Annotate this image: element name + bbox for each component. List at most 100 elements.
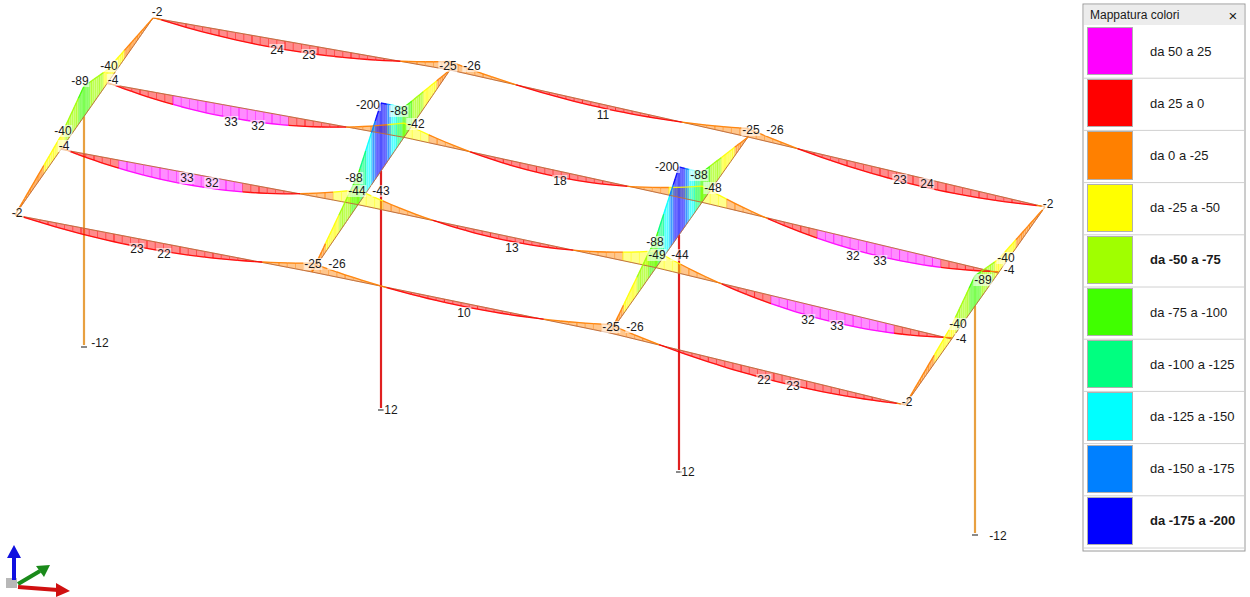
moment-outline — [366, 145, 368, 151]
moment-outline — [582, 250, 590, 252]
moment-outline — [880, 176, 888, 178]
moment-outline — [486, 311, 494, 312]
moment-fill — [674, 120, 682, 122]
moment-hatch — [391, 204, 392, 211]
moment-hatch — [252, 35, 253, 43]
moment-outline — [122, 51, 124, 53]
moment-outline — [81, 234, 89, 236]
moment-outline — [938, 190, 946, 192]
moment-outline — [889, 402, 897, 404]
moment-outline — [147, 248, 155, 249]
beam-axis — [702, 202, 998, 273]
moment-fill — [671, 185, 673, 246]
moment-outline — [651, 341, 659, 344]
moment-outline — [774, 381, 782, 383]
moment-outline — [667, 348, 675, 351]
moment-outline — [560, 320, 568, 322]
moment-outline — [809, 235, 817, 238]
moment-outline — [598, 251, 606, 253]
moment-value: -4 — [107, 74, 120, 86]
moment-outline — [746, 137, 748, 138]
moment-value: -88 — [344, 172, 363, 184]
moment-outline — [114, 242, 122, 244]
moment-outline — [668, 196, 670, 202]
moment-outline — [178, 25, 186, 27]
moment-outline — [923, 372, 925, 375]
moment-outline — [76, 99, 78, 103]
moment-outline — [839, 395, 847, 396]
moment-outline — [437, 79, 439, 81]
moment-outline — [717, 364, 725, 367]
moment-outline — [453, 304, 461, 306]
moment-outline — [170, 22, 178, 24]
beam-axis — [905, 207, 1045, 405]
moment-outline — [383, 103, 385, 105]
legend-swatch — [1087, 184, 1133, 232]
legend-label: da -100 a -125 — [1150, 357, 1235, 372]
moment-value: 32 — [845, 250, 860, 262]
moment-outline — [119, 55, 121, 57]
moment-outline — [723, 155, 725, 156]
moment-hatch — [734, 203, 735, 210]
moment-hatch — [773, 373, 774, 381]
moment-value: -40 — [948, 318, 967, 330]
moment-outline — [735, 146, 737, 147]
moment-outline — [135, 173, 143, 175]
moment-outline — [48, 225, 56, 227]
moment-outline — [574, 101, 582, 103]
moment-outline — [429, 86, 431, 88]
moment-value: 13 — [504, 242, 519, 254]
moment-outline — [569, 321, 577, 323]
moment-outline — [735, 203, 743, 207]
moment-outline — [416, 97, 418, 99]
moment-outline — [511, 315, 519, 316]
legend-label: da 0 a -25 — [1150, 148, 1209, 163]
moment-outline — [669, 191, 671, 197]
moment-outline — [662, 214, 664, 220]
moment-outline — [566, 99, 574, 101]
moment-fill — [239, 108, 247, 121]
moment-outline — [516, 85, 524, 88]
legend-panel — [1083, 4, 1245, 551]
moment-outline — [495, 160, 503, 163]
moment-hatch — [219, 30, 220, 36]
moment-outline — [338, 126, 346, 127]
moment-outline — [1029, 222, 1031, 224]
moment-outline — [855, 168, 863, 171]
moment-outline — [345, 275, 353, 278]
moment-value: -26 — [327, 258, 346, 270]
moment-fill — [214, 103, 222, 116]
moment-outline — [894, 333, 902, 335]
moment-outline — [203, 32, 211, 34]
moment-outline — [798, 149, 806, 152]
moment-outline — [644, 187, 652, 189]
moment-outline — [1006, 248, 1008, 250]
moment-outline — [814, 155, 822, 158]
moment-outline — [847, 166, 855, 169]
moment-outline — [140, 94, 148, 97]
moment-outline — [333, 191, 341, 193]
moment-outline — [946, 332, 948, 335]
moment-outline — [293, 51, 301, 52]
moment-outline — [318, 54, 326, 55]
legend-label: da -25 a -50 — [1150, 200, 1220, 215]
moment-outline — [815, 390, 823, 392]
moment-outline — [512, 166, 520, 168]
moment-fill — [254, 261, 262, 263]
moment-outline — [864, 171, 872, 173]
moment-hatch — [427, 89, 428, 104]
moment-outline — [487, 158, 495, 161]
moment-hatch — [226, 180, 227, 190]
moment-outline — [620, 309, 622, 313]
moment-outline — [440, 76, 442, 78]
moment-outline — [842, 246, 850, 248]
moment-outline — [823, 392, 831, 394]
moment-hatch — [946, 184, 947, 192]
moment-outline — [729, 150, 731, 151]
moment-outline — [660, 220, 662, 226]
moment-outline — [271, 262, 279, 264]
moment-outline — [916, 264, 924, 265]
moment-outline — [1039, 211, 1041, 213]
moment-outline — [421, 92, 423, 94]
moment-outline — [623, 251, 631, 252]
